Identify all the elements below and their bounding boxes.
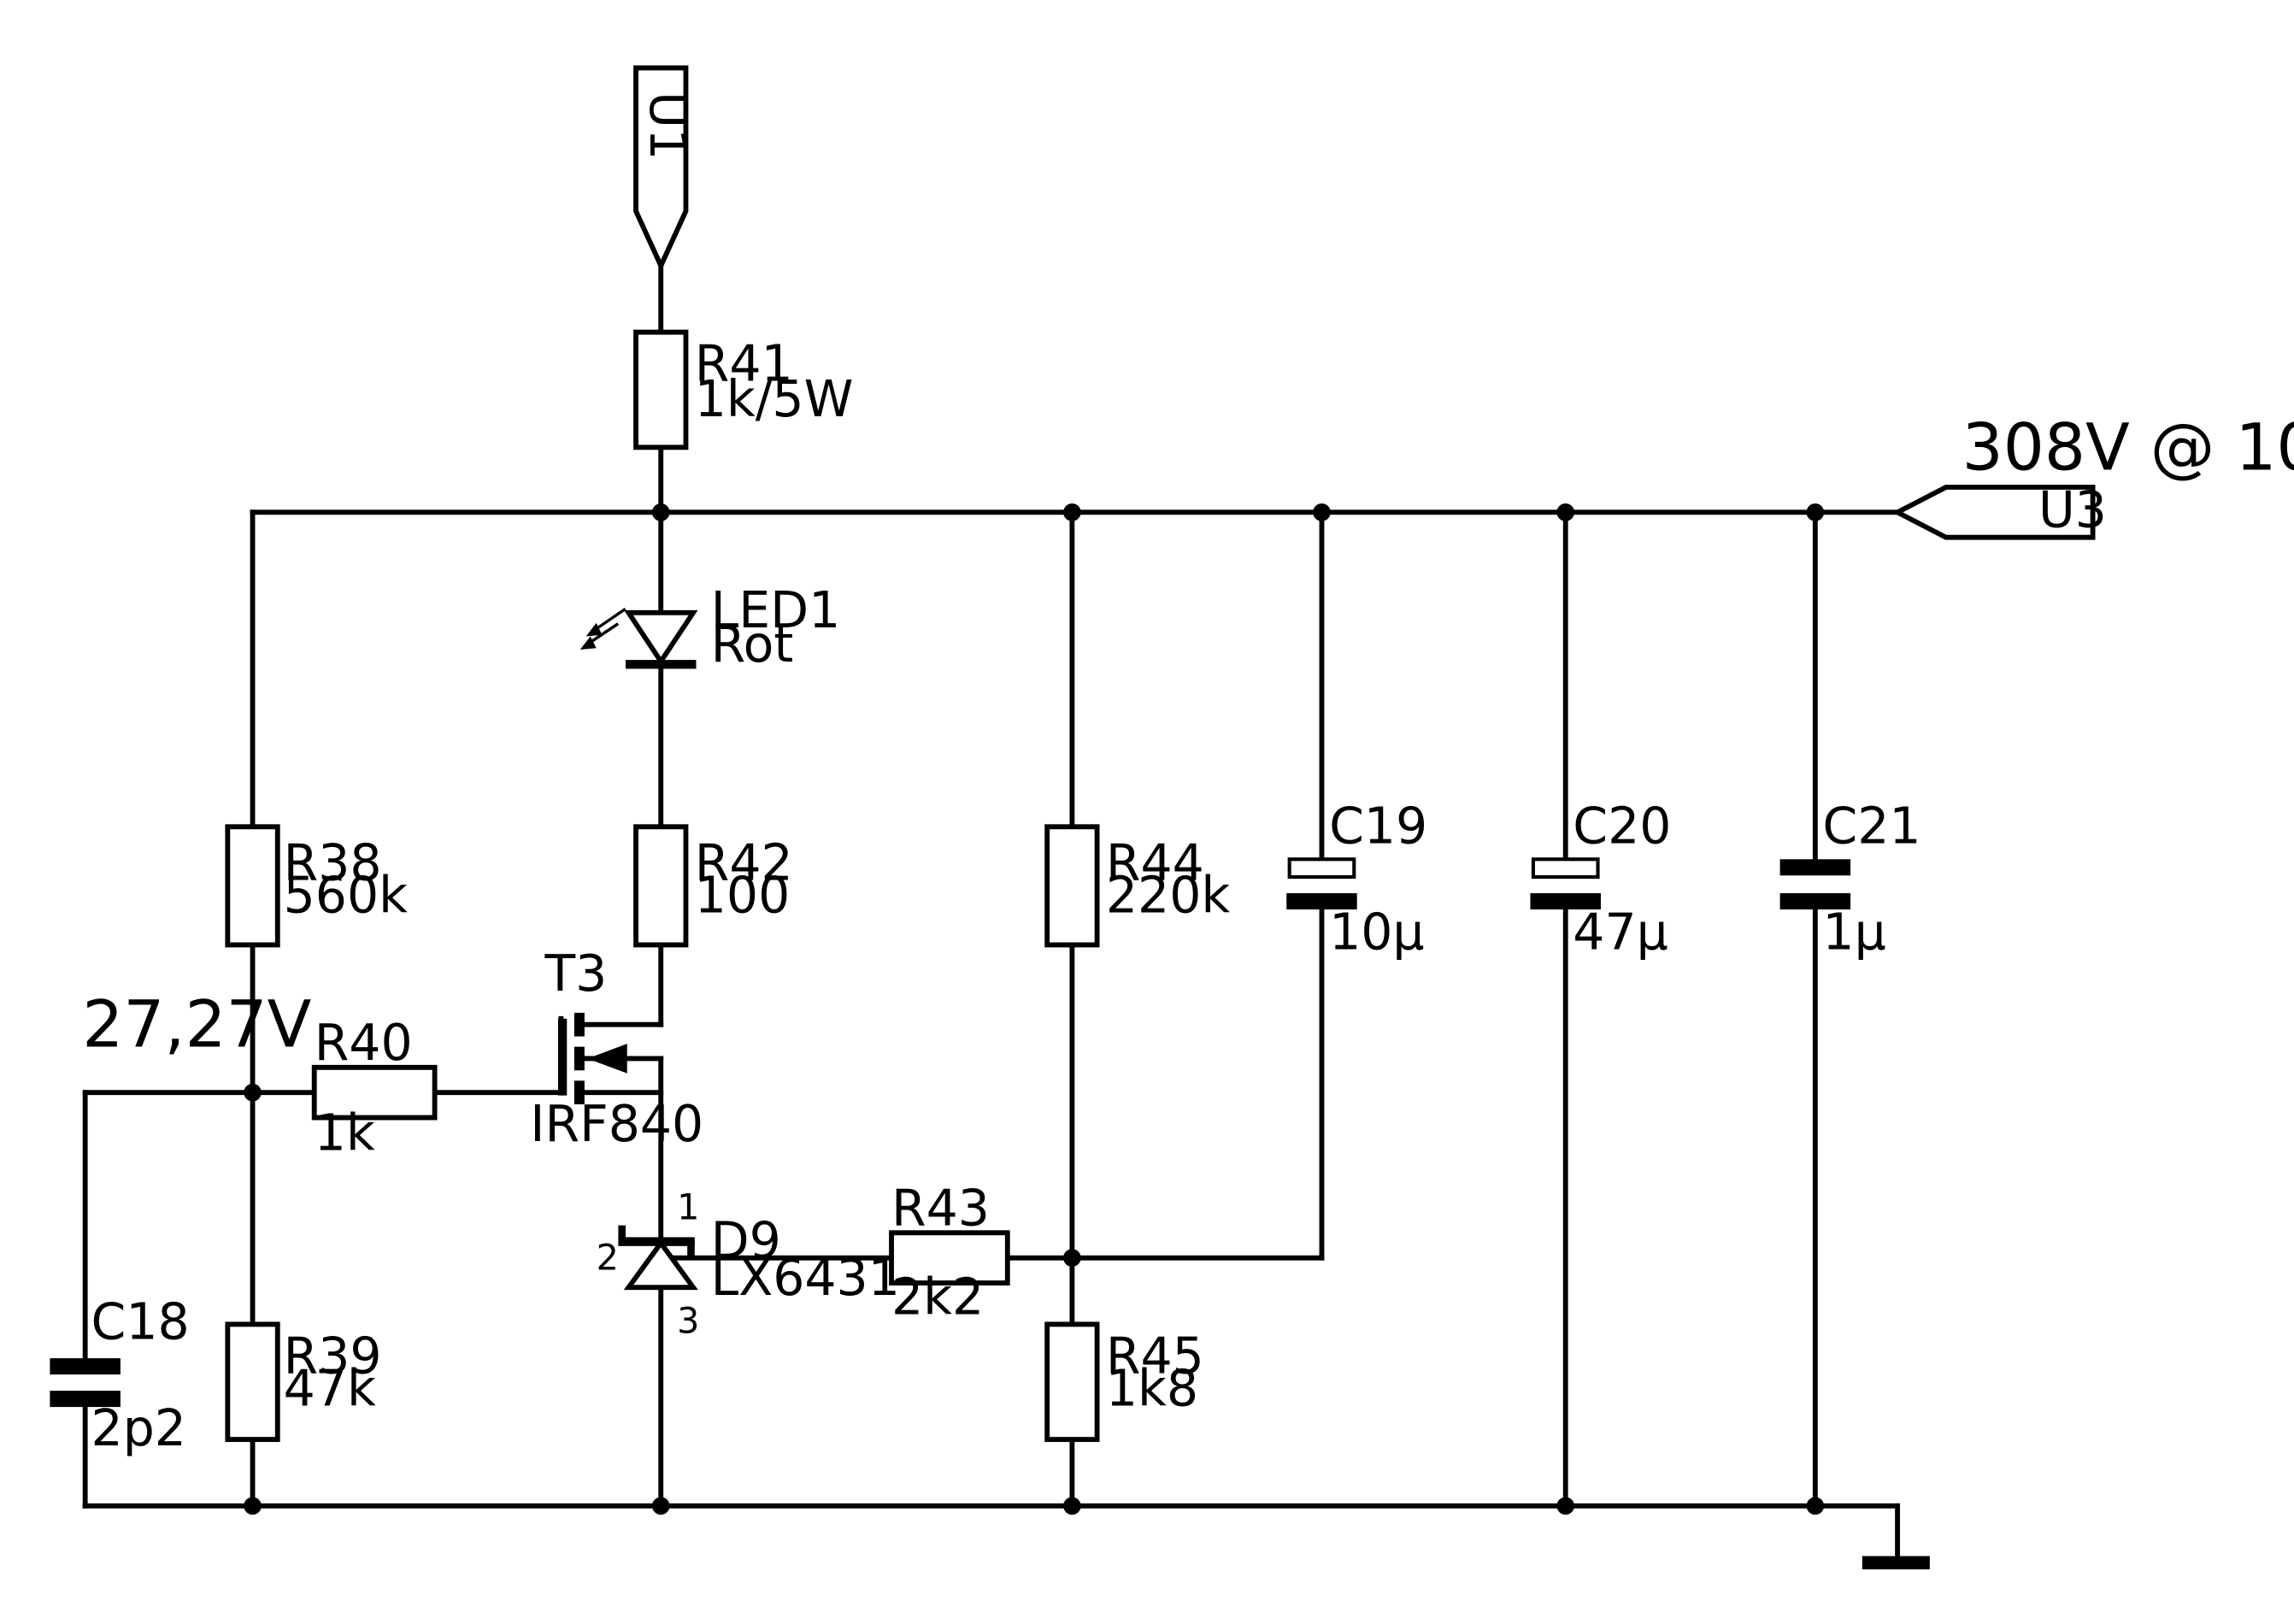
r44-ref: R44 [1106,833,1204,891]
junction-dot [1063,1497,1081,1515]
r41-ref: R41 [695,334,793,392]
d9-pin3: 3 [677,1301,699,1342]
resistor-r41: R41 1k/5W [633,329,854,450]
u1-port: U1 [633,65,697,272]
mosfet-arrow-icon [587,1044,627,1074]
junction-dot [1556,1497,1575,1515]
junction-dot [1063,503,1081,521]
junction-dot [1556,503,1575,521]
u3-label: U3 [2038,480,2107,538]
light-emission-icon [579,607,626,650]
r38-ref: R38 [284,833,382,891]
c21-ref: C21 [1822,797,1920,855]
u1-label: U1 [638,91,697,160]
ground-symbol [1862,1556,1930,1570]
r43-ref: R43 [891,1179,990,1237]
r39-value: 47k [284,1359,376,1417]
c18-ref: C18 [91,1292,190,1350]
junction-dots [244,503,1825,1515]
r38-value: 560k [284,866,408,924]
led1-value: Rot [711,615,794,674]
d9-ref: D9 [711,1211,781,1269]
r45-value: 1k8 [1106,1359,1198,1417]
output-annotation: 308V @ 10mA [1962,409,2294,485]
c19-value: 10µ [1329,903,1424,961]
junction-dot [244,1083,262,1102]
c20-ref: C20 [1573,797,1671,855]
capacitor-c19: C19 10µ [1286,797,1427,962]
d9-pin1: 1 [677,1187,699,1228]
junction-dot [1806,1497,1825,1515]
junction-dot [651,503,670,521]
resistor-r45: R45 1k8 [1044,1321,1204,1443]
r40-ref: R40 [315,1014,413,1072]
d9-pin2: 2 [597,1237,619,1278]
r43-value: 2k2 [891,1268,984,1326]
mosfet-t3: T3 IRF840 [530,944,703,1153]
resistor-r38: R38 560k [225,824,408,948]
c20-value: 47µ [1573,903,1668,961]
t3-value: IRF840 [530,1095,703,1153]
shunt-reference-d9: 1 2 3 D9 LX6431 [597,1187,900,1342]
r42-ref: R42 [695,833,793,891]
r39-ref: R39 [284,1327,382,1385]
junction-dot [1313,503,1331,521]
resistor-r43: R43 2k2 [889,1179,1010,1326]
r41-value: 1k/5W [695,370,854,428]
resistor-r44: R44 220k [1044,824,1230,948]
node-voltage-annotation: 27,27V [82,986,311,1062]
capacitor-c21: C21 1µ [1779,797,1921,962]
capacitor-c20: C20 47µ [1530,797,1671,962]
c21-value: 1µ [1822,903,1885,961]
junction-dot [651,1497,670,1515]
resistor-r39: R39 47k [225,1321,382,1443]
led1: LED1 Rot [579,581,841,674]
r44-value: 220k [1106,866,1230,924]
junction-dot [244,1497,262,1515]
d9-value: LX6431 [711,1249,900,1307]
t3-ref: T3 [544,944,607,1003]
led1-ref: LED1 [711,581,841,639]
r42-value: 100 [695,866,790,924]
junction-dot [1063,1249,1081,1267]
resistor-r42: R42 100 [633,824,793,948]
r45-ref: R45 [1106,1327,1204,1385]
c18-value: 2p2 [91,1399,186,1457]
capacitor-c18: C18 2p2 [50,1292,190,1457]
r40-value: 1k [315,1103,375,1162]
u3-port: U3 [1891,480,2107,540]
junction-dot [1806,503,1825,521]
c19-ref: C19 [1329,797,1427,855]
resistor-r40: R40 1k [311,1014,438,1162]
